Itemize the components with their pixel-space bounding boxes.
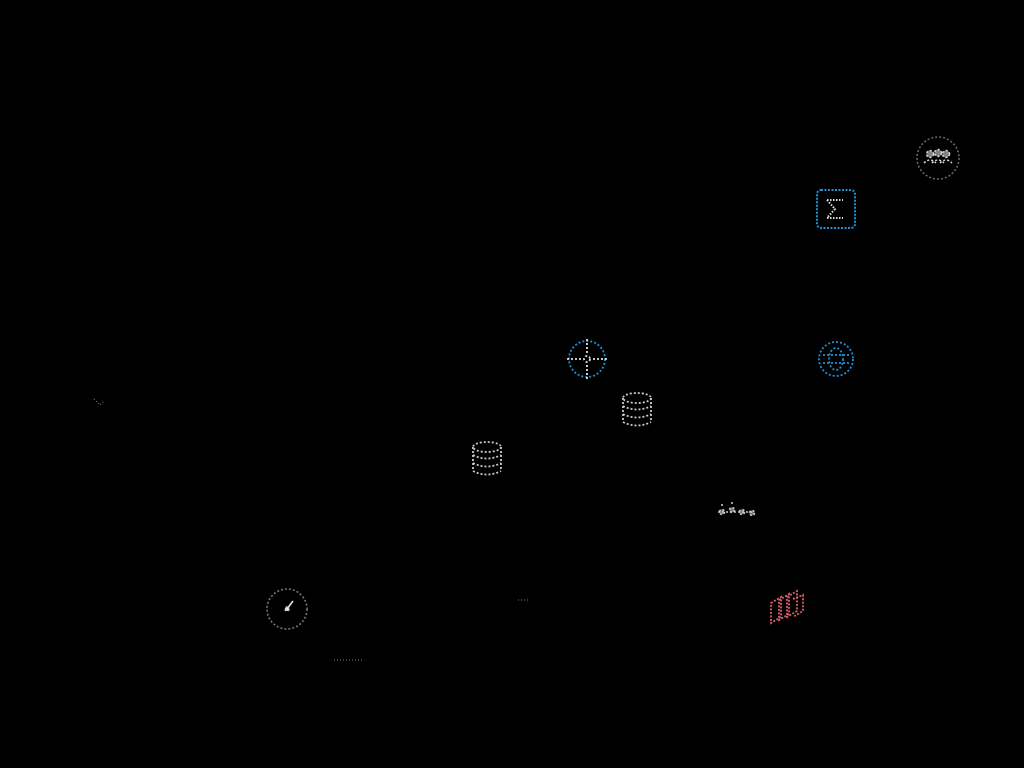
stack-layers-icon[interactable]	[763, 585, 811, 633]
decorative-speck	[330, 650, 370, 670]
people-icon[interactable]	[914, 134, 962, 182]
database-icon[interactable]	[463, 435, 511, 483]
globe-icon[interactable]	[812, 335, 860, 383]
crosshair-icon[interactable]	[563, 335, 611, 383]
gauge-icon[interactable]	[263, 585, 311, 633]
terminal-sigma-icon[interactable]	[812, 185, 860, 233]
decorative-speck	[508, 590, 548, 610]
network-icon[interactable]	[712, 486, 760, 534]
decorative-speck	[86, 393, 126, 413]
database-icon[interactable]	[613, 386, 661, 434]
